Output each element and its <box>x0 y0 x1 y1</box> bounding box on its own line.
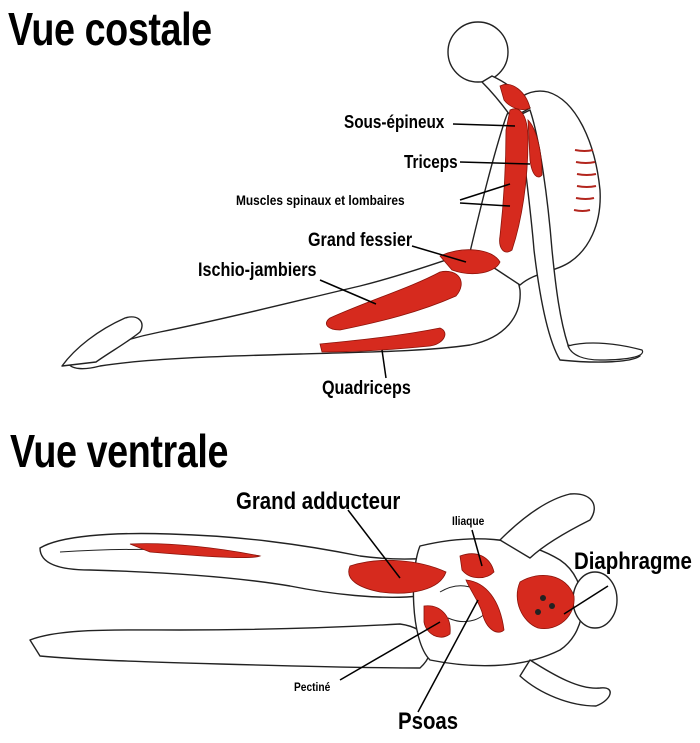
adductor-muscle <box>348 559 447 594</box>
label-iliaque: Iliaque <box>452 514 485 528</box>
pectineus-muscle <box>423 605 451 638</box>
hamstring-muscle <box>326 270 462 331</box>
label-triceps: Triceps <box>404 152 458 172</box>
label-psoas: Psoas <box>398 708 459 735</box>
label-grand-fessier: Grand fessier <box>308 230 413 251</box>
head-outline <box>447 21 509 83</box>
label-quadriceps: Quadriceps <box>322 378 411 399</box>
ventral-arm-down-outline <box>519 659 611 707</box>
quadriceps-muscle <box>319 327 446 353</box>
ventral-head-outline <box>572 571 618 629</box>
spinal-muscle <box>499 108 529 253</box>
title-side-view: Vue costale <box>8 3 212 55</box>
gluteus-muscle <box>439 249 501 275</box>
diaphragm-muscle <box>516 575 575 630</box>
lower-leg-outline <box>29 623 431 669</box>
label-ischio-jambiers: Ischio-jambiers <box>198 260 317 281</box>
label-spinaux: Muscles spinaux et lombaires <box>236 192 405 208</box>
neck-muscle <box>499 84 531 110</box>
shin-muscle <box>129 543 262 559</box>
psoas-muscle <box>465 579 505 633</box>
title-ventral-view: Vue ventrale <box>10 425 229 477</box>
triceps-muscle <box>527 118 543 178</box>
label-sous-epineux: Sous-épineux <box>344 112 445 132</box>
label-diaphragme: Diaphragme <box>574 548 692 575</box>
arm-outline <box>519 109 641 363</box>
label-grand-adducteur: Grand adducteur <box>236 488 401 515</box>
iliac-muscle <box>459 553 495 579</box>
label-pectine: Pectiné <box>294 680 331 694</box>
ventral-arm-up-outline <box>499 493 595 559</box>
foot-outline <box>61 316 143 367</box>
